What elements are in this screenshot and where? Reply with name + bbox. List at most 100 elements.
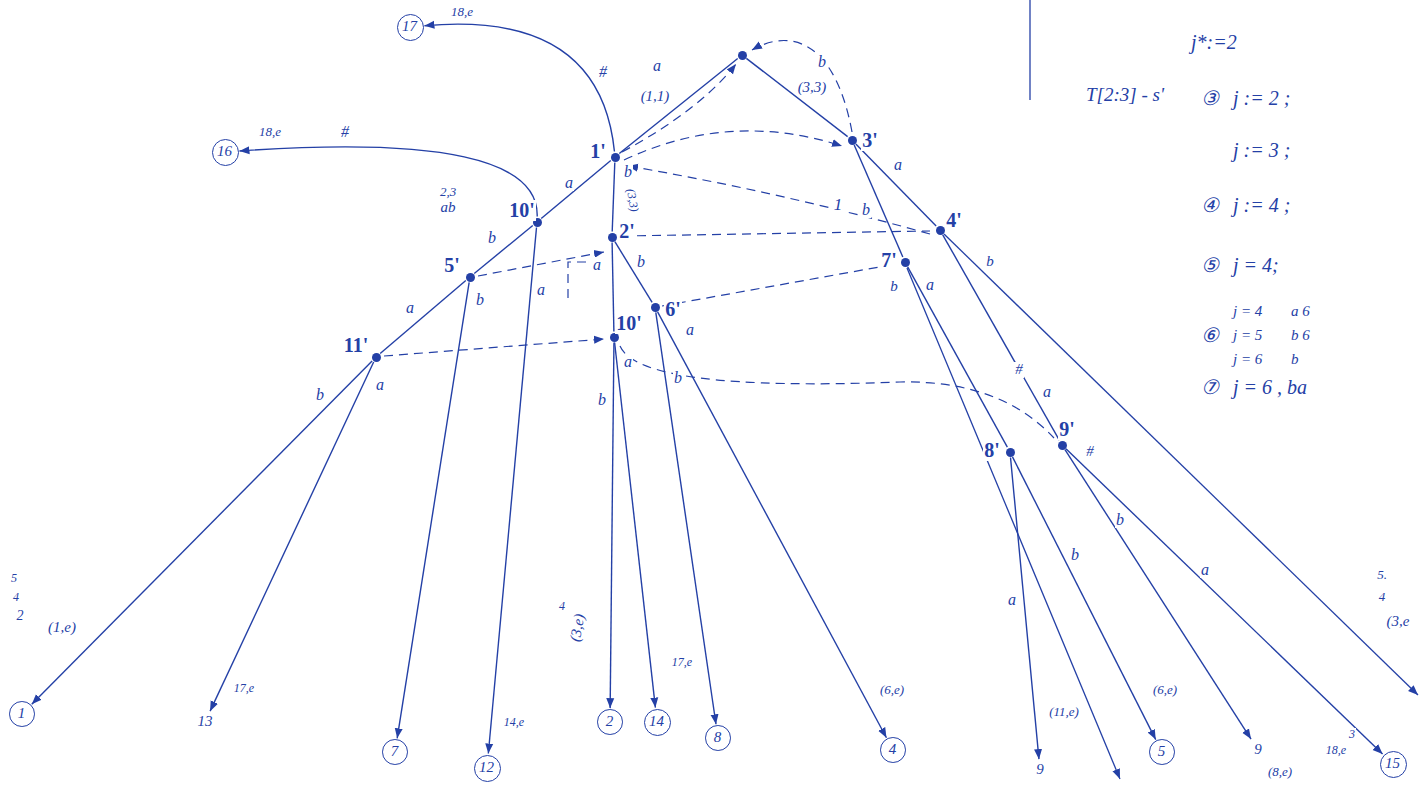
tree-edge — [1012, 457, 1155, 740]
annotation: 5 — [10, 572, 18, 585]
tree-node: 4' — [936, 226, 945, 235]
tree-edge — [612, 162, 615, 231]
node-label: 1' — [589, 141, 607, 162]
node-label: 2' — [618, 221, 636, 242]
node-label: 8' — [983, 440, 1001, 461]
tree-node: 3' — [848, 136, 857, 145]
suffix-link — [624, 131, 842, 160]
node-label: 7' — [880, 250, 898, 271]
annotation: 4 — [1378, 590, 1387, 604]
tree-edge — [656, 312, 716, 724]
annotation: (1,e) — [47, 620, 77, 636]
annotation: # — [1014, 362, 1024, 378]
tree-edge — [1065, 450, 1251, 739]
tree-branch — [944, 234, 1418, 695]
annotation: j := 3 ; — [1232, 140, 1291, 161]
edge-label: b — [817, 54, 827, 71]
edge-label: b — [487, 230, 497, 247]
annotation: 2,3 — [439, 185, 457, 199]
annotation: j = 4 — [1232, 304, 1263, 320]
annotation: b 6 — [1290, 328, 1311, 344]
tree-edge — [610, 342, 614, 708]
annotation: (3,e — [1386, 614, 1411, 630]
node-label: 2 — [605, 714, 615, 730]
tree-edge — [210, 362, 374, 711]
suffix-link — [628, 166, 930, 234]
leaf-circle: 15 — [1380, 751, 1407, 778]
node-label: 9 — [1253, 742, 1263, 758]
annotation: 18,e — [1325, 744, 1347, 757]
leaf-circle: 14 — [644, 709, 671, 736]
edge-label: b — [1115, 512, 1125, 529]
annotation: (6,e) — [1152, 683, 1178, 697]
suffix-link — [384, 339, 604, 356]
node-label: 14 — [648, 714, 665, 730]
annotation: j = 6 — [1232, 352, 1263, 368]
node-label: 10' — [615, 313, 643, 334]
node-label: 1 — [17, 706, 27, 722]
leaf-circle: 2 — [597, 709, 623, 735]
annotation: (11,e) — [1048, 705, 1080, 719]
suffix-link — [620, 346, 1054, 438]
node-label: 9' — [1058, 419, 1076, 440]
leaf-circle: 5 — [1149, 739, 1175, 765]
annotation: (8,e) — [1267, 765, 1293, 779]
annotation: 4 — [12, 591, 20, 604]
edge-label: a — [1200, 562, 1210, 579]
annotation: ⑥ — [1200, 325, 1220, 346]
edge-label: # — [340, 124, 350, 141]
edge-label: b — [861, 202, 871, 219]
node-label: 4 — [888, 742, 898, 758]
annotation: ⑤ — [1200, 255, 1220, 276]
annotation: 5. — [1376, 568, 1388, 582]
annotation: (6,e) — [879, 683, 905, 697]
leaf-circle: 8 — [705, 725, 731, 751]
node-label: 8 — [713, 730, 723, 746]
node-label: 5 — [1157, 744, 1167, 760]
annotation: 4 — [558, 600, 566, 613]
tree-edge — [615, 242, 652, 303]
annotation: 2 — [16, 609, 25, 624]
annotation: b — [1290, 352, 1300, 368]
node-label: 15 — [1384, 756, 1401, 772]
edge-label: a — [564, 175, 574, 192]
annotation: ab — [440, 200, 457, 216]
annotation: (3,e) — [568, 612, 589, 644]
tree-branch — [907, 268, 1120, 779]
edge-label: a — [1007, 592, 1017, 609]
tree-edge — [32, 361, 372, 704]
tree-edge — [380, 281, 466, 354]
tree-node: 10' — [533, 218, 542, 227]
tree-edge — [239, 147, 537, 217]
edge-label: a — [623, 354, 633, 371]
leaf-circle: 17 — [397, 14, 424, 41]
tree-edge — [612, 242, 614, 331]
tree-node: 2' — [608, 233, 617, 242]
tree-node: 1' — [611, 153, 620, 162]
annotation: 1 — [833, 196, 844, 214]
annotation: (3,3) — [797, 80, 828, 96]
edge-label: a — [405, 300, 415, 317]
edge-label: a — [893, 157, 903, 174]
node-label: 16 — [216, 144, 233, 160]
suffix-link — [662, 264, 896, 306]
annotation: b — [985, 254, 995, 270]
tree-node: 10' — [610, 333, 619, 342]
suffix-link — [622, 231, 930, 236]
edge-label: b — [623, 164, 633, 181]
edge-label: a — [685, 322, 695, 339]
edge-label: # — [598, 64, 608, 81]
annotation: # — [1085, 444, 1095, 460]
annotation: 3 — [1348, 728, 1356, 741]
annotation: 18,e — [258, 125, 282, 139]
node-label: 9 — [1035, 762, 1045, 778]
suffix-link — [752, 41, 852, 132]
annotation: j*:=2 — [1190, 32, 1238, 53]
annotation: j = 5 — [1232, 328, 1263, 344]
separator-line — [1029, 0, 1030, 100]
tree-edge — [1066, 449, 1383, 754]
annotation: (3,3) — [624, 187, 641, 214]
edge-label: a — [925, 277, 935, 294]
edge-label: b — [636, 254, 646, 271]
node-label: 12 — [478, 760, 495, 776]
